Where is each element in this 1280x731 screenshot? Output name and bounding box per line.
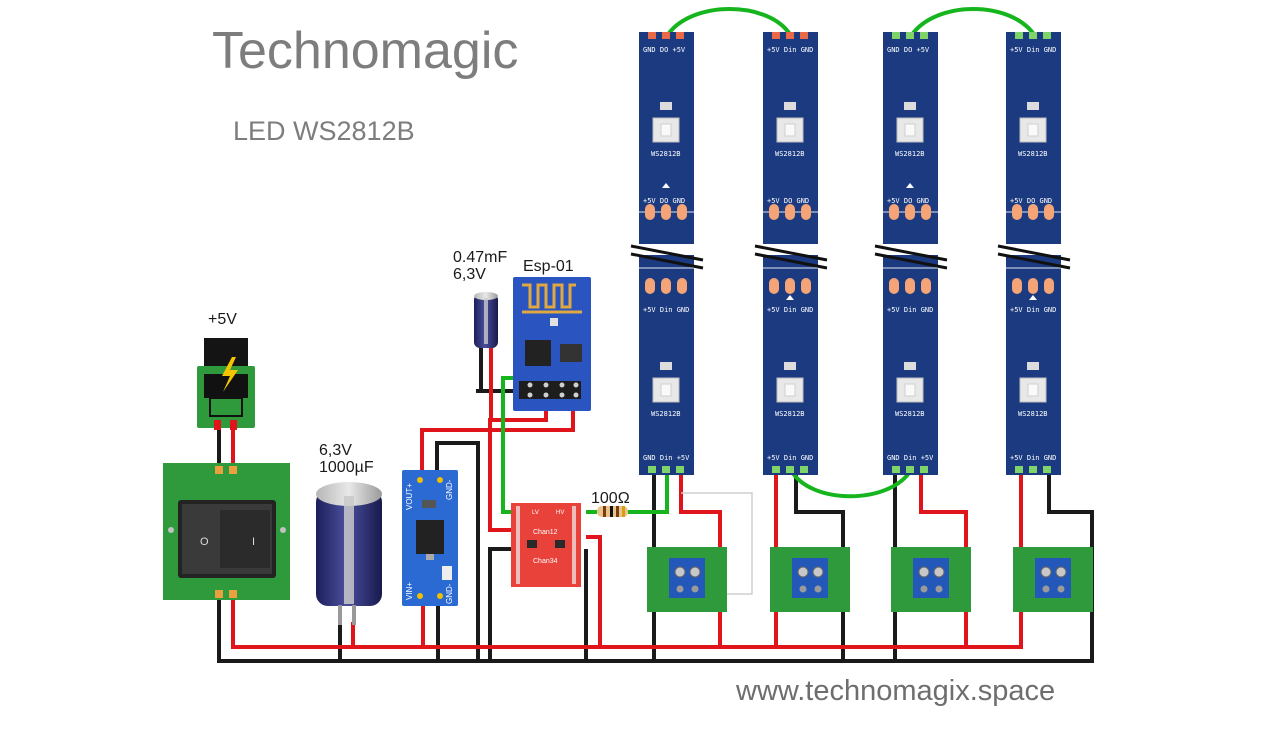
reg-gnd-top-label: GND- [445, 479, 454, 500]
website-url: www.technomagix.space [735, 675, 1055, 707]
strip-2-chip-label-2: WS2812B [775, 410, 805, 418]
lightning-icon [222, 357, 238, 392]
strip-4-bottom-pins: +5V Din GND [1010, 454, 1056, 462]
strip-4-mid-pins-1: +5V DO GND [1010, 197, 1052, 205]
ls-hv-label: HV [556, 510, 564, 516]
reg-vout-label: VOUT+ [405, 483, 414, 510]
esp-label: Esp-01 [523, 258, 574, 275]
strip-3-chip-label-2: WS2812B [895, 410, 925, 418]
strip-4-top-pins: +5V Din GND [1010, 46, 1056, 54]
strip-4-chip-label-1: WS2812B [1018, 150, 1048, 158]
power-jack-label: +5V [208, 311, 237, 328]
terminal-blocks [647, 547, 1093, 612]
strip-3-chip-label-1: WS2812B [895, 150, 925, 158]
strip-3-top-pins: GND DO +5V [887, 46, 930, 54]
resistor: 100Ω [591, 490, 630, 517]
strip-1-top-pins: GND DO +5V [643, 46, 686, 54]
ls-chan12-label: Chan12 [533, 529, 558, 536]
terminal-block-4 [1013, 547, 1093, 612]
small-cap-voltage: 6,3V [453, 266, 486, 283]
terminal-block-1 [647, 547, 727, 612]
strip-2-mid-pins-1: +5V DO GND [767, 197, 809, 205]
switch-off-mark: O [200, 536, 209, 548]
rocker-switch[interactable]: O I [163, 463, 290, 600]
led-strip-1: GND DO +5V GND Din +5V +5V DO GND +5V Din G… [630, 32, 704, 475]
terminal-block-2 [770, 547, 850, 612]
strip-1-chip-label-1: WS2812B [651, 150, 681, 158]
led-strip-2: +5V Din GND +5V Din GND +5V DO GND +5V Din … [754, 32, 828, 475]
strip-4-mid-pins-2: +5V Din GND [1010, 306, 1056, 314]
strip-1-mid-pins-2: +5V Din GND [643, 306, 689, 314]
strip-2-chip-label-1: WS2812B [775, 150, 805, 158]
small-capacitor: 0.47mF 6,3V [453, 249, 507, 348]
power-jack: +5V [197, 311, 255, 430]
resistor-label: 100Ω [591, 490, 630, 507]
subtitle: LED WS2812B [233, 116, 415, 146]
ls-chan34-label: Chan34 [533, 558, 558, 565]
led-strip-3: GND DO +5V GND Din +5V +5V DO GND +5V Din G… [874, 32, 948, 475]
brand-title: Technomagic [212, 22, 518, 80]
strip-4-chip-label-2: WS2812B [1018, 410, 1048, 418]
ls-lv-label: LV [532, 510, 539, 516]
terminal-block-3 [891, 547, 971, 612]
strip-2-top-pins: +5V Din GND [767, 46, 813, 54]
voltage-regulator: VOUT+ GND- VIN+ GND- [402, 470, 458, 606]
strip-2-mid-pins-2: +5V Din GND [767, 306, 813, 314]
strip-1-bottom-pins: GND Din +5V [643, 454, 690, 462]
strip-3-mid-pins-2: +5V Din GND [887, 306, 933, 314]
reg-gnd-bottom-label: GND- [445, 583, 454, 604]
small-cap-value: 0.47mF [453, 249, 507, 266]
switch-on-mark: I [252, 536, 255, 548]
strip-1-mid-pins-1: +5V DO GND [643, 197, 685, 205]
led-strip-4: +5V Din GND +5V Din GND +5V DO GND +5V Din … [997, 32, 1071, 475]
big-cap-voltage: 6,3V [319, 442, 352, 459]
reg-vin-label: VIN+ [405, 582, 414, 600]
big-cap-value: 1000µF [319, 459, 374, 476]
big-capacitor: 6,3V 1000µF [316, 442, 382, 625]
strip-2-bottom-pins: +5V Din GND [767, 454, 813, 462]
strip-3-mid-pins-1: +5V DO GND [887, 197, 929, 205]
level-shifter: LV HV Chan12 Chan34 [511, 503, 581, 587]
guide-lines [681, 492, 753, 595]
esp-01-module: Esp-01 [513, 258, 591, 411]
strip-3-bottom-pins: GND Din +5V [887, 454, 934, 462]
strip-1-chip-label-2: WS2812B [651, 410, 681, 418]
